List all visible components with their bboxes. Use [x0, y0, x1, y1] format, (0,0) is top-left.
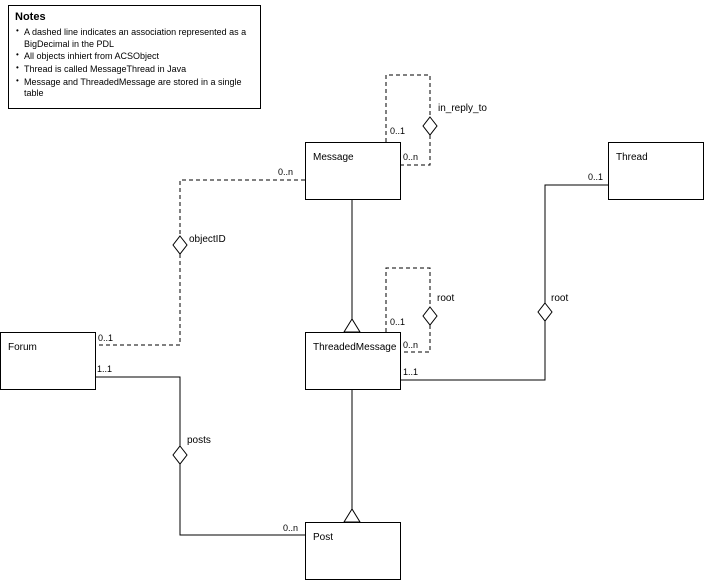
association-label-root-thread: root [551, 293, 569, 304]
association-line-objectid-lower [96, 254, 181, 346]
association-label-in-reply-to: in_reply_to [438, 103, 487, 114]
association-line-root-thread-upper [544, 184, 608, 303]
association-label-posts: posts [187, 435, 211, 446]
notes-list: A dashed line indicates an association r… [15, 26, 254, 100]
multiplicity-objectid-forum: 0..1 [98, 333, 114, 343]
class-name: Message [313, 152, 354, 163]
association-label-root-self: root [437, 293, 455, 304]
aggregation-diamond-root-self [422, 306, 438, 326]
association-line-root-self-upper [385, 267, 431, 332]
association-line-root-thread-lower [401, 321, 546, 381]
association-line-posts-lower [179, 464, 305, 536]
multiplicity-in-reply-to-target: 0..1 [390, 126, 406, 136]
class-name: ThreadedMessage [313, 342, 397, 353]
notes-box: Notes A dashed line indicates an associa… [8, 5, 261, 110]
multiplicity-root-self-target: 0..1 [390, 317, 406, 327]
class-box-post: Post [305, 522, 401, 580]
association-line-root-self-lower [401, 325, 431, 353]
generalization-triangle-post [343, 508, 361, 523]
note-item: Message and ThreadedMessage are stored i… [15, 76, 254, 100]
note-item: All objects inhiert from ACSObject [15, 50, 254, 63]
multiplicity-objectid-message: 0..n [278, 167, 294, 177]
association-label-objectid: objectID [189, 234, 226, 245]
multiplicity-posts-post: 0..n [283, 523, 299, 533]
aggregation-diamond-objectid [172, 235, 188, 255]
multiplicity-root-thread: 0..1 [588, 172, 604, 182]
association-line-objectid-upper [179, 179, 305, 236]
multiplicity-in-reply-to-source: 0..n [403, 152, 419, 162]
class-box-message: Message [305, 142, 401, 200]
note-item: A dashed line indicates an association r… [15, 26, 254, 50]
class-box-thread: Thread [608, 142, 704, 200]
aggregation-diamond-root-thread [537, 302, 553, 322]
association-line-posts-upper [96, 376, 181, 446]
note-item: Thread is called MessageThread in Java [15, 63, 254, 76]
class-name: Forum [8, 342, 37, 353]
multiplicity-posts-forum: 1..1 [97, 364, 113, 374]
aggregation-diamond-in-reply-to [422, 116, 438, 136]
class-box-threadedmessage: ThreadedMessage [305, 332, 401, 390]
multiplicity-root-self-source: 0..n [403, 340, 419, 350]
class-name: Thread [616, 152, 648, 163]
notes-title: Notes [15, 11, 46, 23]
aggregation-diamond-posts [172, 445, 188, 465]
generalization-triangle-threadedmessage [343, 318, 361, 333]
class-box-forum: Forum [0, 332, 96, 390]
class-name: Post [313, 532, 334, 543]
association-line-in-reply-to-lower [401, 135, 431, 166]
multiplicity-root-threadedmessage: 1..1 [403, 367, 419, 377]
